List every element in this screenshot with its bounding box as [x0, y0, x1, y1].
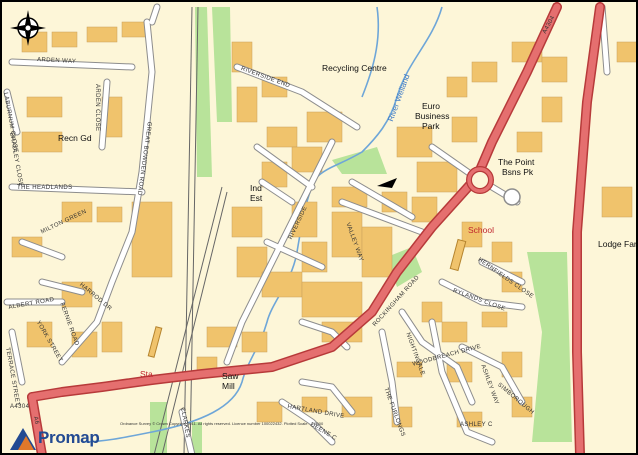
label-ind-est-2: Est — [250, 193, 263, 203]
label-euro-business-park-2: Business — [415, 111, 450, 121]
road-label-ashley-c: ASHLEY C — [460, 422, 493, 428]
north-arrow-compass-icon — [10, 10, 46, 46]
label-the-point-2: Bsns Pk — [502, 167, 534, 177]
label-sta: Sta — [140, 369, 153, 379]
a-roads — [27, 2, 605, 453]
promap-logo: Promap — [10, 424, 122, 452]
label-the-point-1: The Point — [498, 157, 535, 167]
label-euro-business-park-1: Euro — [422, 101, 440, 111]
promap-logo-icon — [10, 428, 36, 450]
building-hatched — [147, 238, 467, 358]
label-saw-mill-1: Saw — [222, 371, 239, 381]
label-ind-est-1: Ind — [250, 183, 262, 193]
label-lodge-farm: Lodge Far — [598, 239, 637, 249]
label-recn-gd: Recn Gd — [58, 133, 92, 143]
label-school: School — [468, 225, 494, 235]
label-saw-mill-2: Mill — [222, 381, 235, 391]
road-label-the-headlands: THE HEADLANDS — [17, 185, 73, 191]
minor-roads — [3, 3, 611, 453]
copyright-credit: Ordnance Survey © Crown Copyright 2011. … — [120, 421, 324, 426]
label-euro-business-park-3: Park — [422, 121, 440, 131]
promap-logo-text: Promap — [38, 428, 100, 447]
location-marker-icon — [377, 178, 397, 188]
road-label-a4304-bottom: A4304 — [10, 404, 30, 410]
road-label-arden-close: ARDEN CLOSE — [94, 84, 100, 132]
label-recycling-centre: Recycling Centre — [322, 63, 387, 73]
